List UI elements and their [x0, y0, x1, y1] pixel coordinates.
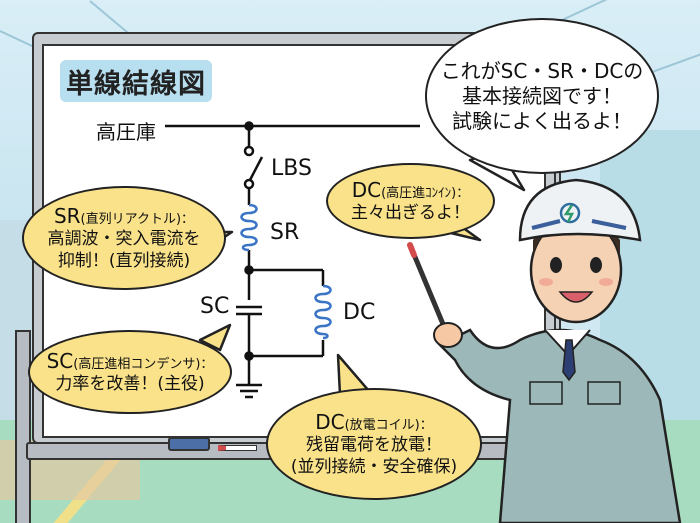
bubble-note: (直列リアクトル)：: [80, 212, 195, 228]
sc-speech-bubble: SC(高圧進相コンデンサ)： 力率を改善！(主役): [28, 330, 232, 414]
bubble-head: DC: [315, 410, 345, 435]
eraser: [168, 437, 210, 451]
necktie: [562, 339, 576, 382]
dc-bottom-speech-bubble: DC(放電コイル)： 残留電荷を放電！ (並列接続・安全確保): [266, 388, 482, 500]
work-uniform: [437, 328, 682, 523]
bubble-text: 力率を改善！(主役): [55, 374, 205, 394]
bubble-text: 基本接続図です！: [462, 83, 622, 108]
bubble-head: DC: [351, 177, 382, 202]
bubble-text: 高調波・突入電流を: [47, 229, 201, 250]
whiteboard-stand-left: [15, 330, 31, 523]
bubble-head: SR: [53, 204, 81, 229]
eye: [590, 257, 602, 273]
bubble-text: 残留電荷を放電！: [306, 435, 442, 456]
bubble-note: (高圧進ｺﾝｲﾝ)：: [381, 185, 470, 201]
dc-coil-icon: [314, 284, 332, 340]
hard-hat: [518, 178, 642, 242]
chest-pocket: [587, 381, 621, 405]
bubble-note: (放電コイル)：: [344, 418, 433, 434]
lbs-switch-blade: [248, 156, 264, 181]
bubble-text: 抑制！(直列接続): [57, 250, 191, 271]
switch-contact: [243, 145, 255, 157]
sr-speech-bubble: SR(直列リアクトル)： 高調波・突入電流を 抑制！(直列接続): [22, 186, 226, 290]
bubble-head: SC: [46, 348, 74, 373]
mouth: [558, 291, 594, 303]
chest-pocket: [529, 381, 563, 405]
bubble-note: (高圧進相コンデンサ)：: [73, 356, 214, 372]
bubble-text: 主々出ぎるよ！: [351, 203, 470, 223]
bubble-text: (並列接続・安全確保): [290, 456, 458, 477]
bubble-text: これがSC・SR・DCの: [440, 58, 644, 83]
sc-label: SC: [200, 294, 230, 319]
main-speech-bubble: これがSC・SR・DCの 基本接続図です！ 試験によく出るよ！: [425, 18, 659, 174]
eye: [550, 257, 562, 273]
sr-label: SR: [270, 220, 300, 245]
marker: [218, 445, 257, 451]
sr-coil-icon: [240, 203, 258, 252]
lightning-power-icon: [559, 202, 581, 224]
bubble-text: 試験によく出るよ！: [452, 108, 632, 133]
hand: [433, 322, 463, 348]
dc-label: DC: [343, 300, 376, 325]
diagram-title: 単線結線図: [60, 60, 212, 102]
busbar-label: 高圧庫: [96, 120, 156, 144]
lbs-label: LBS: [271, 156, 312, 181]
dc-top-speech-bubble: DC(高圧進ｺﾝｲﾝ)： 主々出ぎるよ！: [326, 163, 495, 239]
